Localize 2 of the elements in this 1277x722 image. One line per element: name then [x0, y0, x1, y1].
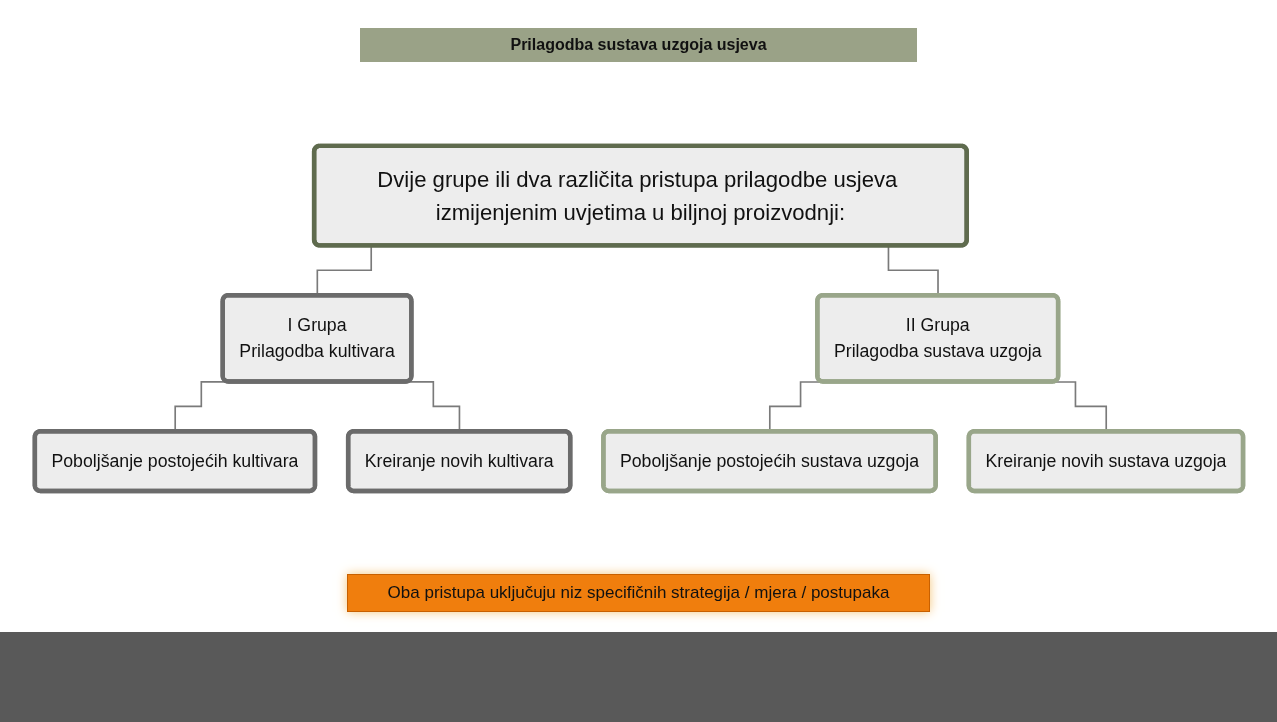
note-banner: Oba pristupa uključuju niz specifičnih strategija / mjera / postupaka — [346, 574, 931, 612]
title-banner: Prilagodba sustava uzgoja usjeva — [360, 28, 917, 62]
